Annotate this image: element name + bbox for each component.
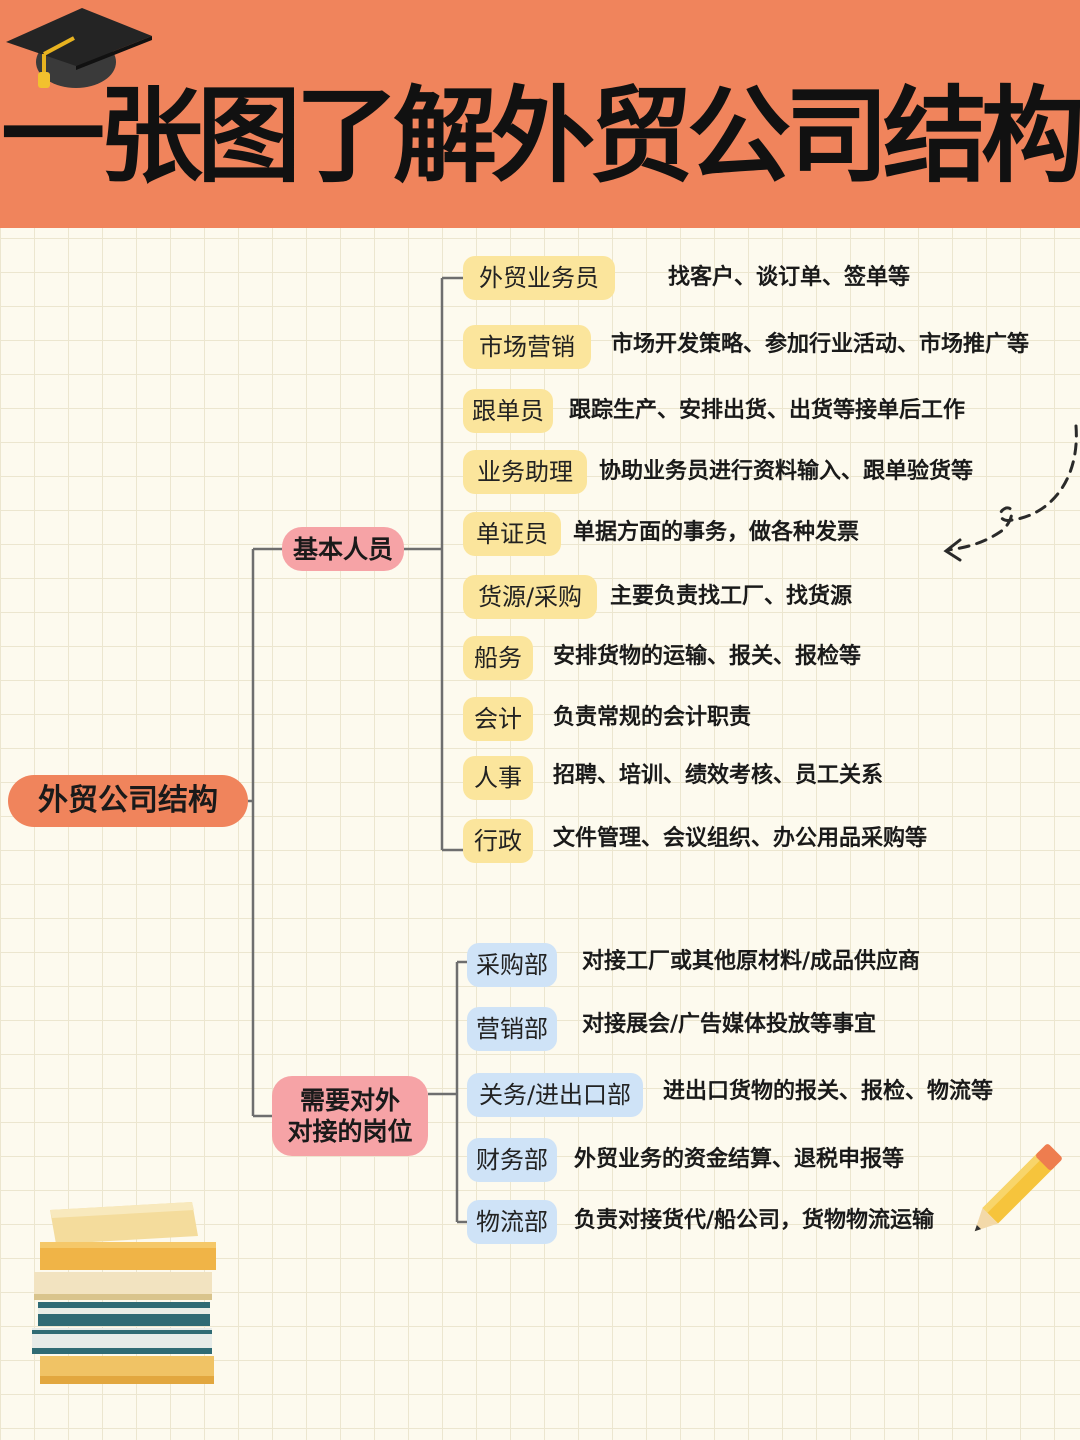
header-banner: 一张图了解外贸公司结构 — [0, 0, 1080, 228]
dashed-arrow-icon — [943, 424, 1078, 562]
role-node: 货源/采购 — [463, 575, 597, 619]
role-description: 招聘、培训、绩效考核、员工关系 — [553, 763, 884, 788]
role-node: 外贸业务员 — [463, 256, 615, 300]
role-description: 市场开发策略、参加行业活动、市场推广等 — [611, 332, 1030, 357]
page-title: 一张图了解外贸公司结构 — [0, 75, 1080, 197]
department-node: 营销部 — [467, 1007, 557, 1051]
group-basic-staff: 基本人员 — [282, 527, 404, 571]
role-node: 船务 — [463, 636, 533, 680]
role-node: 行政 — [463, 819, 533, 863]
department-description: 对接展会/广告媒体投放等事宜 — [582, 1012, 877, 1037]
role-node: 业务助理 — [463, 450, 587, 494]
graduation-cap-icon — [6, 8, 152, 88]
role-node: 单证员 — [463, 512, 561, 556]
role-description: 文件管理、会议组织、办公用品采购等 — [553, 826, 928, 851]
role-description: 主要负责找工厂、找货源 — [610, 584, 853, 609]
department-description: 进出口货物的报关、报检、物流等 — [663, 1079, 994, 1104]
role-description: 找客户、谈订单、签单等 — [668, 265, 911, 290]
department-node: 财务部 — [467, 1138, 557, 1182]
group-external-label-line2: 对接的岗位 — [287, 1117, 413, 1146]
role-node: 跟单员 — [463, 389, 553, 433]
pencil-icon — [974, 1144, 1062, 1232]
root-node: 外贸公司结构 — [8, 775, 248, 827]
role-node: 会计 — [463, 697, 533, 741]
role-description: 协助业务员进行资料输入、跟单验货等 — [599, 459, 974, 484]
department-description: 外贸业务的资金结算、退税申报等 — [574, 1147, 905, 1172]
department-node: 关务/进出口部 — [467, 1073, 643, 1117]
book-stack-icon — [32, 1202, 216, 1384]
group-external-label-line1: 需要对外 — [299, 1085, 400, 1115]
role-description: 安排货物的运输、报关、报检等 — [553, 644, 862, 669]
group-external-positions: 需要对外 对接的岗位 — [272, 1076, 428, 1156]
role-node: 市场营销 — [463, 325, 591, 369]
department-node: 物流部 — [467, 1200, 557, 1244]
role-description: 负责常规的会计职责 — [553, 705, 752, 730]
role-description: 跟踪生产、安排出货、出货等接单后工作 — [569, 398, 966, 423]
department-description: 负责对接货代/船公司，货物物流运输 — [574, 1208, 935, 1233]
department-node: 采购部 — [467, 943, 557, 987]
role-description: 单据方面的事务，做各种发票 — [573, 520, 860, 545]
department-description: 对接工厂或其他原材料/成品供应商 — [582, 949, 921, 974]
role-node: 人事 — [463, 756, 533, 800]
